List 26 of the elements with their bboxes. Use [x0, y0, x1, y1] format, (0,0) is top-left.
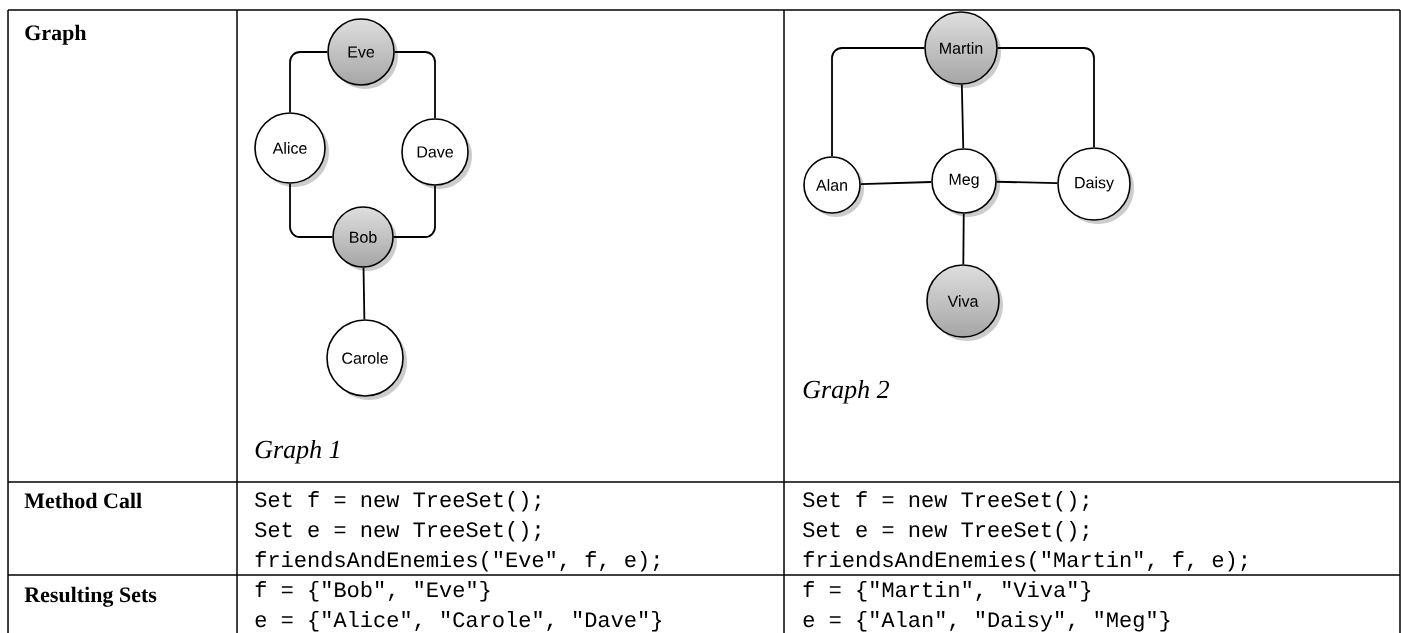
code-line: f = {"Bob", "Eve"} [255, 581, 490, 602]
edge-line [962, 212, 965, 266]
code-line: e = {"Alice", "Carole", "Dave"} [255, 611, 661, 632]
code-line: Set f = new TreeSet(); [255, 491, 540, 512]
code-line: Set e = new TreeSet(); [803, 521, 1088, 542]
row-header: Resulting Sets [24, 586, 157, 607]
code-line: f = {"Martin", "Viva"} [803, 581, 1091, 602]
code-line: Set f = new TreeSet(); [803, 491, 1088, 512]
code-line: e = {"Alan", "Daisy", "Meg"} [803, 611, 1170, 632]
graph-caption: Graph 1 [255, 439, 339, 464]
edge-line [362, 266, 366, 321]
edge-line [960, 83, 965, 150]
edge-line [996, 47, 1095, 149]
row-header: Graph [25, 24, 87, 45]
graph-caption: Graph 2 [803, 379, 889, 404]
row-header: Method Call [24, 492, 142, 509]
code-line: Set e = new TreeSet(); [255, 521, 540, 542]
edge-line [831, 47, 926, 158]
edge-line [289, 182, 334, 238]
edge-line [392, 184, 436, 238]
code-line: friendsAndEnemies("Eve", f, e); [255, 551, 659, 572]
edge-line [995, 180, 1059, 185]
edge-line [289, 51, 329, 114]
edge-line [859, 181, 933, 185]
edge-line [393, 51, 436, 120]
code-line: friendsAndEnemies("Martin", f, e); [803, 551, 1247, 572]
